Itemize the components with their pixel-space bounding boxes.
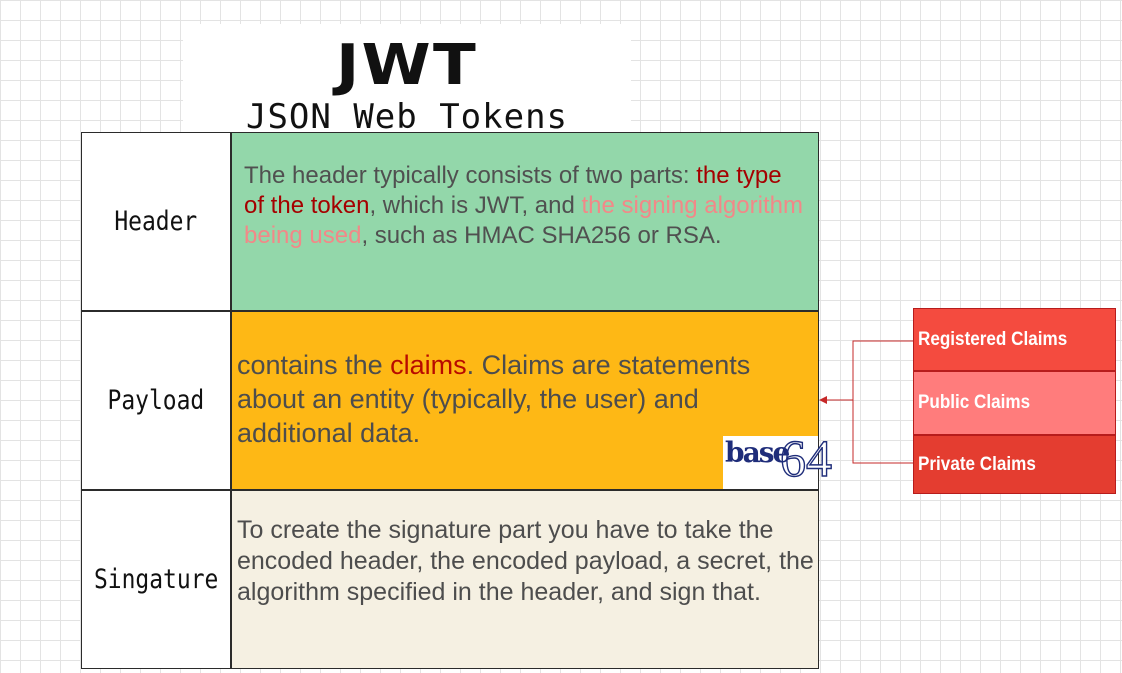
- header-description: The header typically consists of two par…: [244, 161, 804, 251]
- connector-line: [852, 340, 913, 464]
- registered-claims-label: Registered Claims: [918, 328, 1068, 350]
- header-text-part1: The header typically consists of two par…: [244, 162, 697, 189]
- header-label: Header: [114, 206, 198, 237]
- payload-description: contains the claims. Claims are statemen…: [237, 348, 807, 450]
- header-text-part2: , which is JWT, and: [369, 192, 582, 219]
- signature-description: To create the signature part you have to…: [237, 516, 814, 606]
- public-claims-box: Public Claims: [913, 371, 1116, 435]
- signature-label: Singature: [93, 564, 219, 595]
- connector-arrowhead: [819, 396, 827, 404]
- private-claims-box: Private Claims: [913, 435, 1116, 494]
- title-subtitle: JSON Web Tokens: [245, 97, 569, 137]
- header-highlight-algorithm: the signing algorithm being used: [244, 192, 803, 249]
- header-label-cell: Header: [81, 132, 231, 311]
- header-content-cell: The header typically consists of two par…: [231, 132, 819, 311]
- title-card: JWT JSON Web Tokens: [183, 24, 631, 137]
- public-claims-label: Public Claims: [918, 392, 1031, 413]
- base64-logo-word: base: [725, 436, 790, 469]
- registered-claims-box: Registered Claims: [913, 308, 1116, 371]
- base64-logo: 64 base: [723, 433, 833, 489]
- private-claims-label: Private Claims: [918, 453, 1036, 475]
- payload-label-cell: Payload: [81, 311, 231, 490]
- payload-highlight-claims: claims: [390, 350, 467, 380]
- claims-group: Registered Claims Public Claims Private …: [913, 308, 1116, 494]
- header-text-part3: , such as HMAC SHA256 or RSA.: [361, 222, 722, 249]
- payload-label: Payload: [107, 385, 205, 416]
- base64-logo-number: 64: [779, 431, 832, 488]
- payload-text-part1: contains the: [237, 350, 391, 380]
- header-highlight-token-type: the type of the token: [244, 162, 782, 219]
- signature-content-cell: To create the signature part you have to…: [231, 490, 819, 669]
- payload-content-cell: contains the claims. Claims are statemen…: [231, 311, 819, 490]
- payload-text-part2: . Claims are statements about an entity …: [237, 350, 751, 448]
- signature-label-cell: Singature: [81, 490, 231, 669]
- title-main: JWT: [335, 33, 479, 98]
